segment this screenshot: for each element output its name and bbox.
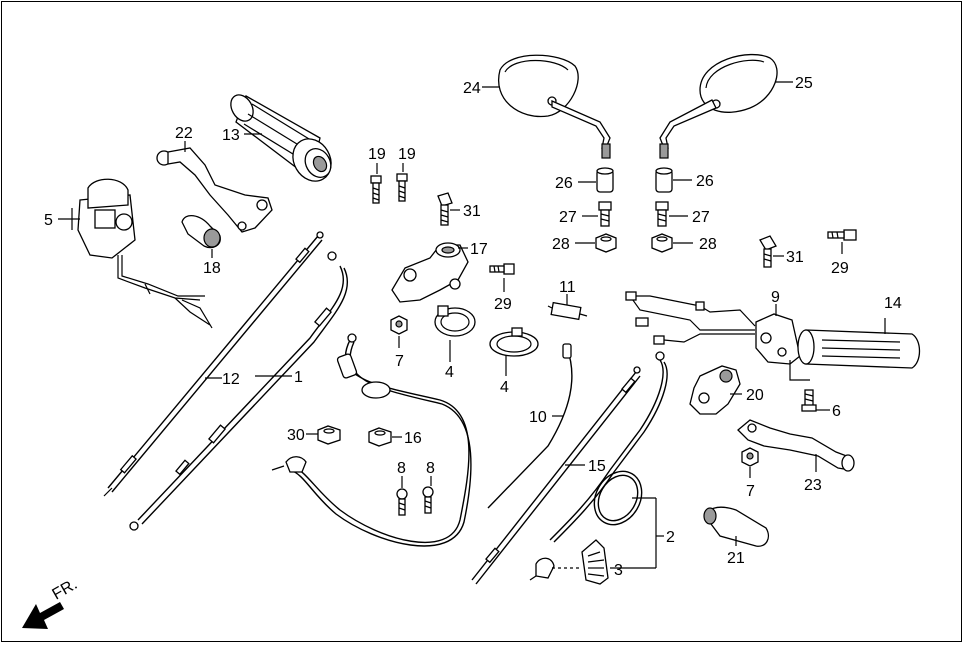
left-handlebar-switch xyxy=(77,178,213,329)
throttle-cable xyxy=(271,333,472,547)
part-label-28b: 28 xyxy=(699,236,717,253)
bolt-8-left xyxy=(396,488,408,516)
part-label-9: 9 xyxy=(771,289,780,306)
lever-clamp xyxy=(181,215,221,249)
part-label-26b: 26 xyxy=(696,173,714,190)
cable-12 xyxy=(103,231,324,497)
part-label-18: 18 xyxy=(203,260,221,277)
part-label-6: 6 xyxy=(832,403,841,420)
screw-6 xyxy=(801,389,817,412)
mirror-adapter-left xyxy=(596,167,614,193)
front-direction-label: FR. xyxy=(50,576,81,604)
stop-switch xyxy=(547,301,588,321)
lever-cover xyxy=(703,506,770,547)
part-label-27b: 27 xyxy=(692,209,710,226)
part-label-12: 12 xyxy=(222,371,240,388)
part-label-8a: 8 xyxy=(397,460,406,477)
part-label-10: 10 xyxy=(529,409,547,426)
part-label-3: 3 xyxy=(614,562,623,579)
brake-lever xyxy=(737,419,855,472)
part-label-24: 24 xyxy=(463,80,481,97)
lever-holder xyxy=(391,242,469,303)
wire-loop xyxy=(593,470,643,526)
part-label-19b: 19 xyxy=(398,146,416,163)
part-label-22: 22 xyxy=(175,125,193,142)
left-mirror xyxy=(497,54,611,159)
right-handlebar-switch xyxy=(625,291,810,381)
cable-1 xyxy=(129,251,349,531)
front-direction-arrow-icon xyxy=(22,602,64,629)
cable-10 xyxy=(487,343,573,509)
brake-lever-holder xyxy=(689,365,741,415)
part-label-23: 23 xyxy=(804,477,822,494)
part-label-1: 1 xyxy=(294,369,303,386)
part-label-4b: 4 xyxy=(500,379,509,396)
nut-16 xyxy=(368,427,392,447)
part-label-7a: 7 xyxy=(395,353,404,370)
bolt-29-center xyxy=(489,263,515,275)
bolt-31-left xyxy=(437,192,453,226)
part-label-29b: 29 xyxy=(831,260,849,277)
part-label-16: 16 xyxy=(404,430,422,447)
part-label-5: 5 xyxy=(44,212,53,229)
part-label-4a: 4 xyxy=(445,364,454,381)
nut-7-right xyxy=(741,447,759,467)
part-label-2: 2 xyxy=(666,529,675,546)
part-label-30: 30 xyxy=(287,427,305,444)
throttle-grip xyxy=(230,94,332,182)
part-label-31a: 31 xyxy=(463,203,481,220)
nut-30 xyxy=(317,425,341,445)
nut-7-left xyxy=(390,315,408,335)
part-label-25: 25 xyxy=(795,75,813,92)
band-clamp-2 xyxy=(489,327,539,357)
part-label-17: 17 xyxy=(470,241,488,258)
part-label-26a: 26 xyxy=(555,175,573,192)
part-label-31b: 31 xyxy=(786,249,804,266)
cable-15 xyxy=(471,351,668,585)
part-label-13: 13 xyxy=(222,127,240,144)
mirror-nut-right xyxy=(651,233,673,253)
bolt-19-left xyxy=(370,175,382,204)
mirror-bolt-right xyxy=(655,201,669,227)
part-label-19a: 19 xyxy=(368,146,386,163)
part-label-11: 11 xyxy=(559,279,576,296)
part-label-7b: 7 xyxy=(746,483,755,500)
bolt-31-right xyxy=(759,235,777,268)
bolt-8-right xyxy=(422,486,434,514)
mirror-nut-left xyxy=(595,233,617,253)
part-label-28a: 28 xyxy=(552,236,570,253)
mirror-adapter-right xyxy=(655,167,673,193)
part-label-21: 21 xyxy=(727,550,745,567)
part-label-8b: 8 xyxy=(426,460,435,477)
part-label-20: 20 xyxy=(746,387,764,404)
part-label-15: 15 xyxy=(588,458,606,475)
right-grip xyxy=(797,329,921,369)
clutch-lever xyxy=(156,147,273,233)
part-label-27a: 27 xyxy=(559,209,577,226)
bolt-19-right xyxy=(396,173,408,202)
part-label-29a: 29 xyxy=(494,296,512,313)
band-clamp-1 xyxy=(434,305,476,337)
right-mirror xyxy=(659,53,778,159)
mirror-bolt-left xyxy=(598,201,612,227)
rubber-boot xyxy=(529,539,609,585)
part-label-14: 14 xyxy=(884,295,902,312)
bolt-29-right xyxy=(827,229,857,241)
